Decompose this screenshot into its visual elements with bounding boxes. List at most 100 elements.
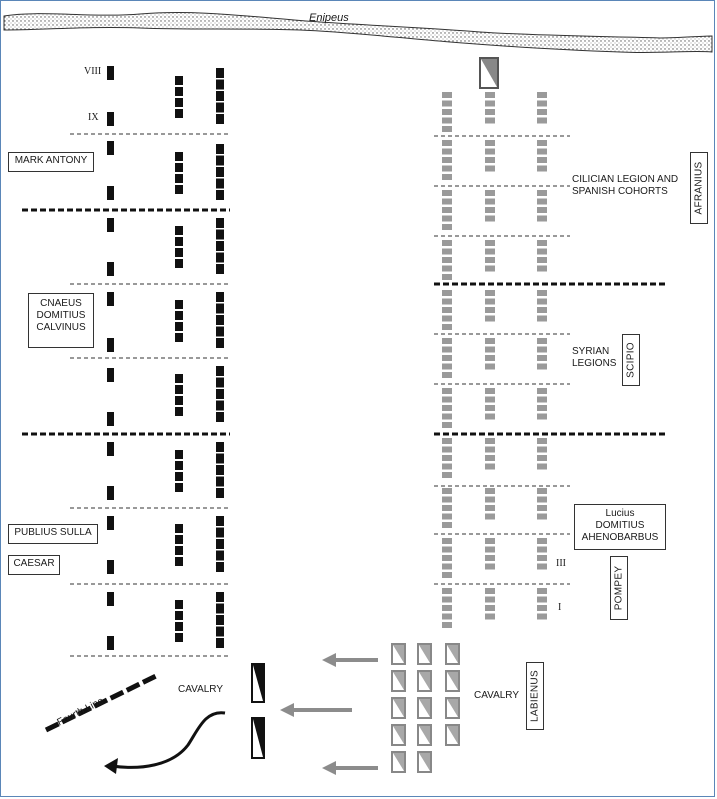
caesar-cohort [175,226,183,235]
afranius-label: AFRANIUS [693,161,705,215]
pompey-cohort [442,190,452,196]
caesar-cohort [216,539,224,549]
pompey-cohort [442,422,452,428]
caesar-cohort [216,592,224,602]
cavalry-fill [393,699,404,717]
pompey-cohort [442,257,452,263]
caesar-cohort [107,486,114,500]
scipio-label: SCIPIO [625,342,637,378]
caesar-cohort [216,315,224,325]
pompey-cohort [442,140,452,146]
cavalry-unit-icon [391,751,406,773]
caesar-cohort [216,303,224,314]
pompey-cohort [485,396,495,403]
pompey-cohort [442,396,452,403]
pompey-cohort [442,224,452,230]
pompey-cohort [485,505,495,511]
pompey-cohort [442,488,452,494]
caesar-cohort [216,144,224,154]
caesar-cohort [216,412,224,422]
pompey-cohort [537,215,547,222]
caesar-cohort [175,524,183,533]
caesar-cohort [107,442,114,456]
pompey-cohort [442,92,452,98]
pompey-cohort [537,496,547,503]
pompey-cohort [485,413,495,420]
pompey-cohort [537,338,547,344]
ahenobarbus-line-3: AHENOBARBUS [581,532,659,543]
caesar-cohort [175,152,183,161]
caesar-cohort [216,292,224,302]
caesar-cavalry-label: CAVALRY [178,684,224,695]
pompey-cohort [537,396,547,403]
pompey-cohort [485,140,495,146]
caesar-cohort [175,237,183,246]
commander-afranius: AFRANIUS [690,152,708,224]
pompey-cohort [442,496,452,503]
cavalry-fill [393,726,404,744]
pompey-cohort [485,596,495,603]
pompey-cohort [537,157,547,163]
pompey-cohort [442,355,452,361]
caesar-cohort [175,311,183,320]
pompey-cohort [442,100,452,107]
cilician-line-1: CILICIAN LEGION AND [572,174,679,185]
pompey-cohort [537,455,547,461]
caesar-cohort [216,527,224,538]
legion-iii-label: III [556,558,566,569]
pompey-cohort [537,438,547,444]
caesar-cohort [216,603,224,614]
pompey-cohort [442,315,452,322]
caesar-cohort [107,141,114,155]
pompey-cohort [442,505,452,511]
pompey-cohort [485,613,495,620]
pompey-cohort [442,596,452,603]
caesar-cohort [175,333,183,342]
pompey-cohort [442,198,452,205]
caesar-cohort [216,264,224,274]
cavalry-unit-icon [417,751,432,773]
pompey-cavalry-label: CAVALRY [474,690,520,701]
pompey-cohort [485,488,495,494]
pompey-cohort [485,207,495,213]
pompey-cohort [537,148,547,155]
cavalry-unit-icon [391,724,406,746]
caesar-cohort [216,615,224,625]
cavalry-unit-icon [445,643,460,665]
caesar-cohort [216,338,224,348]
pompey-cohort [485,446,495,453]
calvinus-line-1: CNAEUS [40,298,82,309]
caesar-cohort [107,412,114,426]
caesar-cohort [216,252,224,263]
caesar-cohort [175,374,183,383]
left-arrow-head [322,653,336,667]
caesar-cohort [175,174,183,183]
cavalry-fill [393,753,404,771]
cavalry-fill [419,645,430,663]
caesar-cohort [175,98,183,107]
syrian-label: SYRIAN LEGIONS [572,346,616,370]
pompey-cohort [485,215,495,222]
pompey-cohort [485,92,495,98]
pompey-cohort [485,388,495,394]
calvinus-line-3: CALVINUS [36,322,86,333]
pompey-cohort [485,496,495,503]
pompey-cohort [537,100,547,107]
cavalry-fill [481,59,497,87]
cavalry-fill [419,699,430,717]
pompey-cohort [442,463,452,470]
pompey-cohort [485,298,495,305]
caesar-cohort [175,450,183,459]
pompey-cohort [537,165,547,172]
pompey-cohort [442,588,452,594]
caesar-cohort [107,186,114,200]
caesar-cohort [175,557,183,566]
pompey-cohort [442,522,452,528]
pompey-cohort [442,109,452,115]
pompey-cohort [442,538,452,544]
pompey-cohort [537,613,547,620]
caesar-cohort [175,76,183,85]
commander-pompey: POMPEY [610,556,628,620]
caesar-cohort [216,155,224,166]
